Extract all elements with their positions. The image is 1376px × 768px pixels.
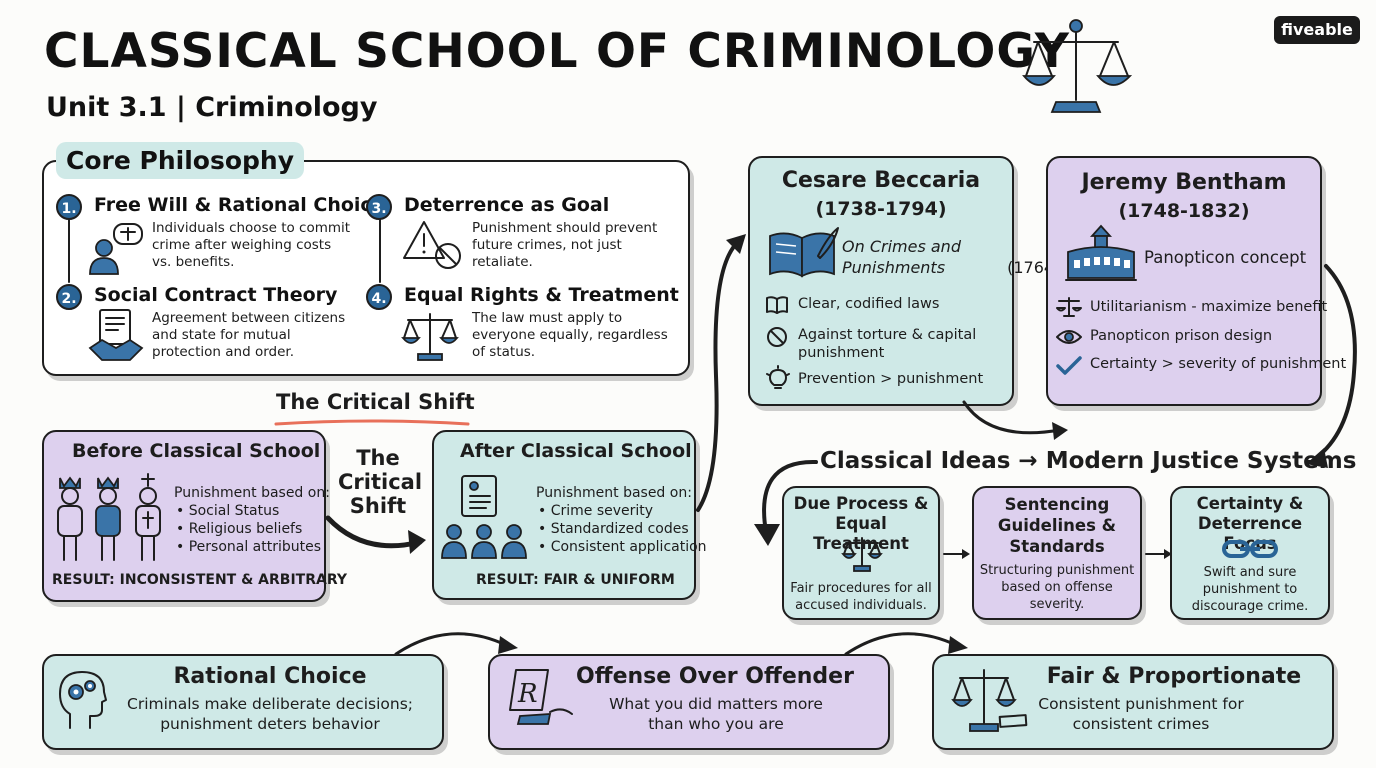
core-item-title-2: Social Contract Theory (94, 284, 338, 306)
modern-card-desc-1: Fair procedures for all accused individu… (790, 581, 932, 613)
item-number-1: 1. (56, 194, 82, 220)
bentham-to-modern-arrow (1306, 264, 1357, 468)
modern-card-title-3: Certainty & Deterrence Focus (1196, 494, 1304, 553)
before-classical-title: Before Classical School (72, 440, 321, 462)
core-item-desc-3: Punishment should prevent future crimes,… (472, 220, 658, 270)
after-bullet-1: • Crime severity (538, 503, 654, 519)
bottom-title-3: Fair & Proportionate (1046, 664, 1302, 689)
book-quill-icon (769, 227, 839, 278)
card-arrow-1 (943, 549, 970, 559)
balance-scale-icon (401, 313, 459, 361)
beccaria-point-1: Clear, codified laws (798, 296, 940, 312)
beccaria-point-2: Against torture & capital punishment (798, 327, 977, 361)
item-number-2: 2. (56, 284, 82, 310)
contract-handshake-icon (88, 309, 144, 361)
beccaria-to-modern-arrow (962, 400, 1068, 440)
after-bullet-3: • Consistent application (538, 539, 707, 555)
heading-underline (274, 419, 470, 426)
core-philosophy-panel (42, 160, 690, 376)
bottom-arrow-2 (844, 632, 968, 656)
before-result: RESULT: INCONSISTENT & ARBITRARY (52, 572, 347, 588)
king-noble-clergy-icon (57, 473, 161, 561)
bentham-concept: Panopticon concept (1144, 248, 1307, 267)
scale-ruler-icon (951, 669, 1028, 732)
heading-to-due-process-arrow (754, 459, 818, 546)
bottom-title-1: Rational Choice (173, 664, 367, 689)
bottom-desc-1: Criminals make deliberate decisions; pun… (127, 695, 413, 733)
svg-text:R: R (517, 679, 538, 709)
modern-systems-heading: Classical Ideas → Modern Justice Systems (820, 448, 1357, 474)
after-to-beccaria-arrow (696, 234, 746, 512)
core-connector-lines (68, 219, 381, 283)
core-item-desc-4: The law must apply to everyone equally, … (472, 310, 668, 360)
after-bullet-2: • Standardized codes (538, 521, 689, 537)
beccaria-name: Cesare Beccaria (781, 168, 981, 193)
fiveable-logo[interactable]: fiveable (1274, 16, 1360, 44)
checkmark-icon (1056, 356, 1082, 375)
modern-card-desc-2: Structuring punishment based on offense … (979, 563, 1135, 612)
modern-card-sentencing (972, 486, 1142, 620)
warning-prohibited-icon (403, 221, 461, 269)
after-intro: Punishment based on: (536, 485, 692, 501)
person-thinking-icon (89, 223, 143, 275)
core-item-title-1: Free Will & Rational Choice (94, 194, 385, 216)
scale-justice-icon (841, 537, 883, 572)
head-gears-icon (59, 671, 107, 729)
scales-of-justice-icon (1022, 19, 1133, 113)
before-bullet-2: • Religious beliefs (176, 521, 303, 537)
panopticon-building-icon (1065, 224, 1137, 281)
lightbulb-icon (766, 365, 790, 389)
card-arrow-2 (1145, 549, 1172, 559)
beccaria-years: (1738-1794) (815, 198, 947, 220)
bottom-card-rational-choice (42, 654, 444, 750)
bottom-card-offense (488, 654, 890, 750)
shift-arrow (325, 515, 426, 554)
bentham-point-1: Utilitarianism - maximize benefit (1090, 299, 1328, 315)
chain-link-icon (1222, 540, 1278, 558)
beccaria-work: On Crimes and Punishments (1764) (842, 236, 1060, 278)
modern-card-desc-3: Swift and sure punishment to discourage … (1191, 565, 1309, 614)
core-item-title-3: Deterrence as Goal (404, 194, 610, 216)
core-item-desc-2: Agreement between citizens and state for… (152, 310, 346, 360)
before-bullet-3: • Personal attributes (176, 539, 322, 555)
after-result: RESULT: FAIR & UNIFORM (476, 572, 675, 588)
bottom-arrow-1 (394, 632, 518, 656)
item-number-4: 4. (366, 284, 392, 310)
beccaria-panel (748, 156, 1014, 406)
bentham-point-3: Certainty > severity of punishment (1090, 356, 1347, 372)
after-classical-title: After Classical School (460, 440, 692, 462)
page-title: CLASSICAL SCHOOL OF CRIMINOLOGY (44, 24, 1070, 79)
scroll-people-icon (441, 475, 527, 559)
bentham-years: (1748-1832) (1118, 200, 1250, 222)
before-intro: Punishment based on: (174, 485, 330, 501)
shift-arrow-label: The Critical Shift (338, 446, 423, 518)
modern-card-title-2: Sentencing Guidelines & Standards (997, 495, 1117, 556)
prohibited-icon (767, 327, 787, 347)
before-bullet-1: • Social Status (176, 503, 280, 519)
beccaria-point-3: Prevention > punishment (798, 371, 984, 387)
page-subtitle: Unit 3.1 | Criminology (46, 92, 378, 123)
beccaria-work-title: On Crimes and Punishments (842, 237, 961, 277)
critical-shift-heading: The Critical Shift (276, 390, 475, 414)
law-book-icon (766, 296, 788, 314)
core-item-desc-1: Individuals choose to commit crime after… (152, 220, 351, 270)
eye-icon (1056, 330, 1082, 344)
core-item-title-4: Equal Rights & Treatment (404, 284, 679, 306)
bottom-title-2: Offense Over Offender (576, 664, 854, 689)
bottom-desc-2: What you did matters more than who you a… (609, 695, 823, 733)
bottom-desc-3: Consistent punishment for consistent cri… (1038, 695, 1244, 733)
bentham-point-2: Panopticon prison design (1090, 328, 1273, 344)
core-philosophy-label: Core Philosophy (56, 142, 304, 179)
item-number-3: 3. (366, 194, 392, 220)
before-classical-panel (42, 430, 326, 602)
scale-small-icon (1056, 297, 1082, 317)
modern-card-certainty (1170, 486, 1330, 620)
bentham-name: Jeremy Bentham (1081, 170, 1287, 195)
record-document-icon: R (509, 669, 573, 725)
